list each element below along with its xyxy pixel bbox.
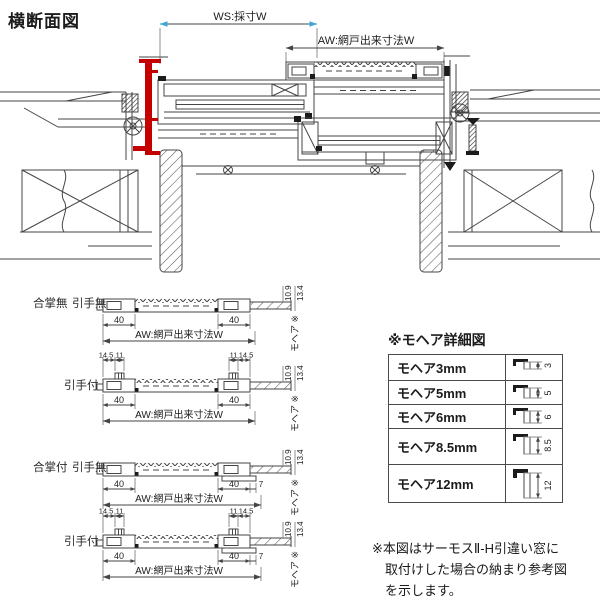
dim-40-right: 40 bbox=[229, 315, 239, 325]
exterior-sash bbox=[157, 76, 444, 125]
mohair-detail-panel: ※モヘア詳細図 モヘア3mm 3 モヘア5mm bbox=[388, 330, 563, 503]
dim-40-right: 40 bbox=[229, 551, 239, 561]
wall-studs bbox=[159, 149, 443, 273]
mohair-row-label: モヘア6mm bbox=[388, 404, 506, 429]
mohair-row-label: モヘア12mm bbox=[388, 464, 506, 503]
mohair-table: モヘア3mm 3 モヘア5mm 5 bbox=[388, 354, 563, 503]
mohair-vertical-label: モヘア ※ bbox=[290, 551, 300, 588]
mohair-5mm-glyph: 5 bbox=[513, 385, 553, 399]
table-row: モヘア3mm 3 bbox=[388, 354, 563, 381]
dim-40-right: 40 bbox=[229, 479, 239, 489]
mohair-vertical-label: モヘア ※ bbox=[290, 479, 300, 516]
dim-13-4: 13.4 bbox=[296, 365, 305, 381]
mohair-dim: 3 bbox=[543, 363, 553, 368]
section2-label-hikite-tsuki: 引手付 bbox=[64, 380, 99, 392]
footnote-line-1: ※本図はサーモスⅡ-H引違い窓に bbox=[372, 541, 560, 556]
mohair-table-title: ※モヘア詳細図 bbox=[388, 332, 486, 348]
dim-aw: AW:網戸出来寸法W bbox=[135, 328, 223, 341]
dim-14-5-right: 14.5 bbox=[239, 507, 254, 516]
table-row: モヘア5mm 5 bbox=[388, 380, 563, 405]
mohair-dim: 8.5 bbox=[543, 439, 553, 452]
right-frame bbox=[443, 55, 480, 171]
mohair-6mm-glyph: 6 bbox=[513, 408, 553, 424]
footnote: ※本図はサーモスⅡ-H引違い窓に 取付けした場合の納まり参考図 を示します。 bbox=[372, 538, 594, 600]
mohair-12mm-glyph: 12 bbox=[513, 469, 553, 499]
dim-14-5-left: 14.5 bbox=[99, 507, 114, 516]
section1-label-gassho-nashi: 合掌無 bbox=[33, 298, 68, 310]
dim-7: 7 bbox=[259, 480, 264, 489]
main-cross-section-drawing: WS:採寸W AW:網戸出来寸法W bbox=[0, 9, 600, 273]
profile-section-4: 引手付 bbox=[0, 506, 600, 590]
mohair-vertical-label: モヘア ※ bbox=[290, 315, 300, 352]
section3-label-hikite-nashi: 引手無 bbox=[72, 462, 107, 474]
page-title: 横断面図 bbox=[8, 12, 80, 31]
dim-10-9: 10.9 bbox=[284, 521, 293, 537]
attachment-frame-red bbox=[133, 59, 161, 155]
dim-13-4: 13.4 bbox=[296, 521, 305, 537]
profile-section-1: 合掌無 引手無 bbox=[0, 282, 600, 354]
dim-14-5-right: 14.5 bbox=[239, 351, 254, 360]
table-row: モヘア6mm 6 bbox=[388, 404, 563, 429]
section1-drawing: 40 40 AW:網戸出来寸法W 10.9 13.4 モヘア ※ bbox=[96, 285, 305, 352]
ws-dimension-label: WS:採寸W bbox=[213, 9, 267, 23]
dim-aw: AW:網戸出来寸法W bbox=[135, 408, 223, 421]
interior-sash bbox=[158, 116, 457, 161]
dim-13-4: 13.4 bbox=[296, 449, 305, 465]
dim-11-left: 11 bbox=[116, 507, 124, 516]
mohair-row-label: モヘア3mm bbox=[388, 354, 506, 381]
dim-40-left: 40 bbox=[114, 315, 124, 325]
dim-40-left: 40 bbox=[114, 479, 124, 489]
dim-10-9: 10.9 bbox=[284, 449, 293, 465]
mohair-8-5mm-glyph: 8.5 bbox=[513, 434, 553, 455]
left-frame bbox=[121, 56, 168, 160]
mohair-dim: 6 bbox=[543, 414, 553, 419]
dim-10-9: 10.9 bbox=[284, 365, 293, 381]
mohair-dim: 5 bbox=[543, 390, 553, 395]
dim-10-9: 10.9 bbox=[284, 285, 293, 301]
mohair-vertical-label: モヘア ※ bbox=[290, 395, 300, 432]
table-row: モヘア8.5mm 8.5 bbox=[388, 428, 563, 465]
profile-section-3: 合掌付 引手無 bbox=[0, 446, 600, 518]
dim-40-left: 40 bbox=[114, 395, 124, 405]
dim-7: 7 bbox=[259, 552, 264, 561]
dim-40-right: 40 bbox=[229, 395, 239, 405]
left-wall-structure bbox=[0, 91, 152, 260]
mohair-row-label: モヘア8.5mm bbox=[388, 428, 506, 465]
mohair-dim: 12 bbox=[543, 480, 553, 490]
footnote-line-3: を示します。 bbox=[385, 583, 462, 598]
section4-label-hikite-tsuki: 引手付 bbox=[64, 536, 99, 548]
interior-sill bbox=[182, 151, 420, 175]
right-wall-structure bbox=[448, 89, 600, 260]
section4-drawing: 14.5 11 11 14.5 40 40 7 AW:網戸出来寸法W 10.9 … bbox=[96, 507, 305, 588]
profile-section-2: 引手付 bbox=[0, 350, 600, 434]
screen-door-band bbox=[285, 61, 450, 81]
table-row: モヘア12mm 12 bbox=[388, 464, 563, 503]
dim-13-4: 13.4 bbox=[296, 285, 305, 301]
dim-aw: AW:網戸出来寸法W bbox=[135, 564, 223, 577]
dim-11-left: 11 bbox=[116, 351, 124, 360]
dim-11-right: 11 bbox=[230, 507, 238, 516]
main-dimension-lines bbox=[159, 21, 445, 64]
section3-drawing: 40 40 7 AW:網戸出来寸法W 10.9 13.4 モヘア ※ bbox=[96, 449, 305, 516]
section1-label-hikite-nashi: 引手無 bbox=[72, 298, 107, 310]
footnote-line-2: 取付けした場合の納まり参考図 bbox=[385, 562, 568, 577]
dim-14-5-left: 14.5 bbox=[99, 351, 114, 360]
mohair-row-label: モヘア5mm bbox=[388, 380, 506, 405]
dim-aw: AW:網戸出来寸法W bbox=[135, 492, 223, 505]
aw-dimension-label: AW:網戸出来寸法W bbox=[318, 33, 415, 47]
dim-40-left: 40 bbox=[114, 551, 124, 561]
section2-drawing: 14.5 11 11 14.5 40 40 AW:網戸出来寸法W 10.9 13… bbox=[96, 351, 305, 432]
dim-11-right: 11 bbox=[230, 351, 238, 360]
mohair-3mm-glyph: 3 bbox=[513, 359, 553, 370]
section3-label-gassho-tsuki: 合掌付 bbox=[33, 462, 68, 474]
